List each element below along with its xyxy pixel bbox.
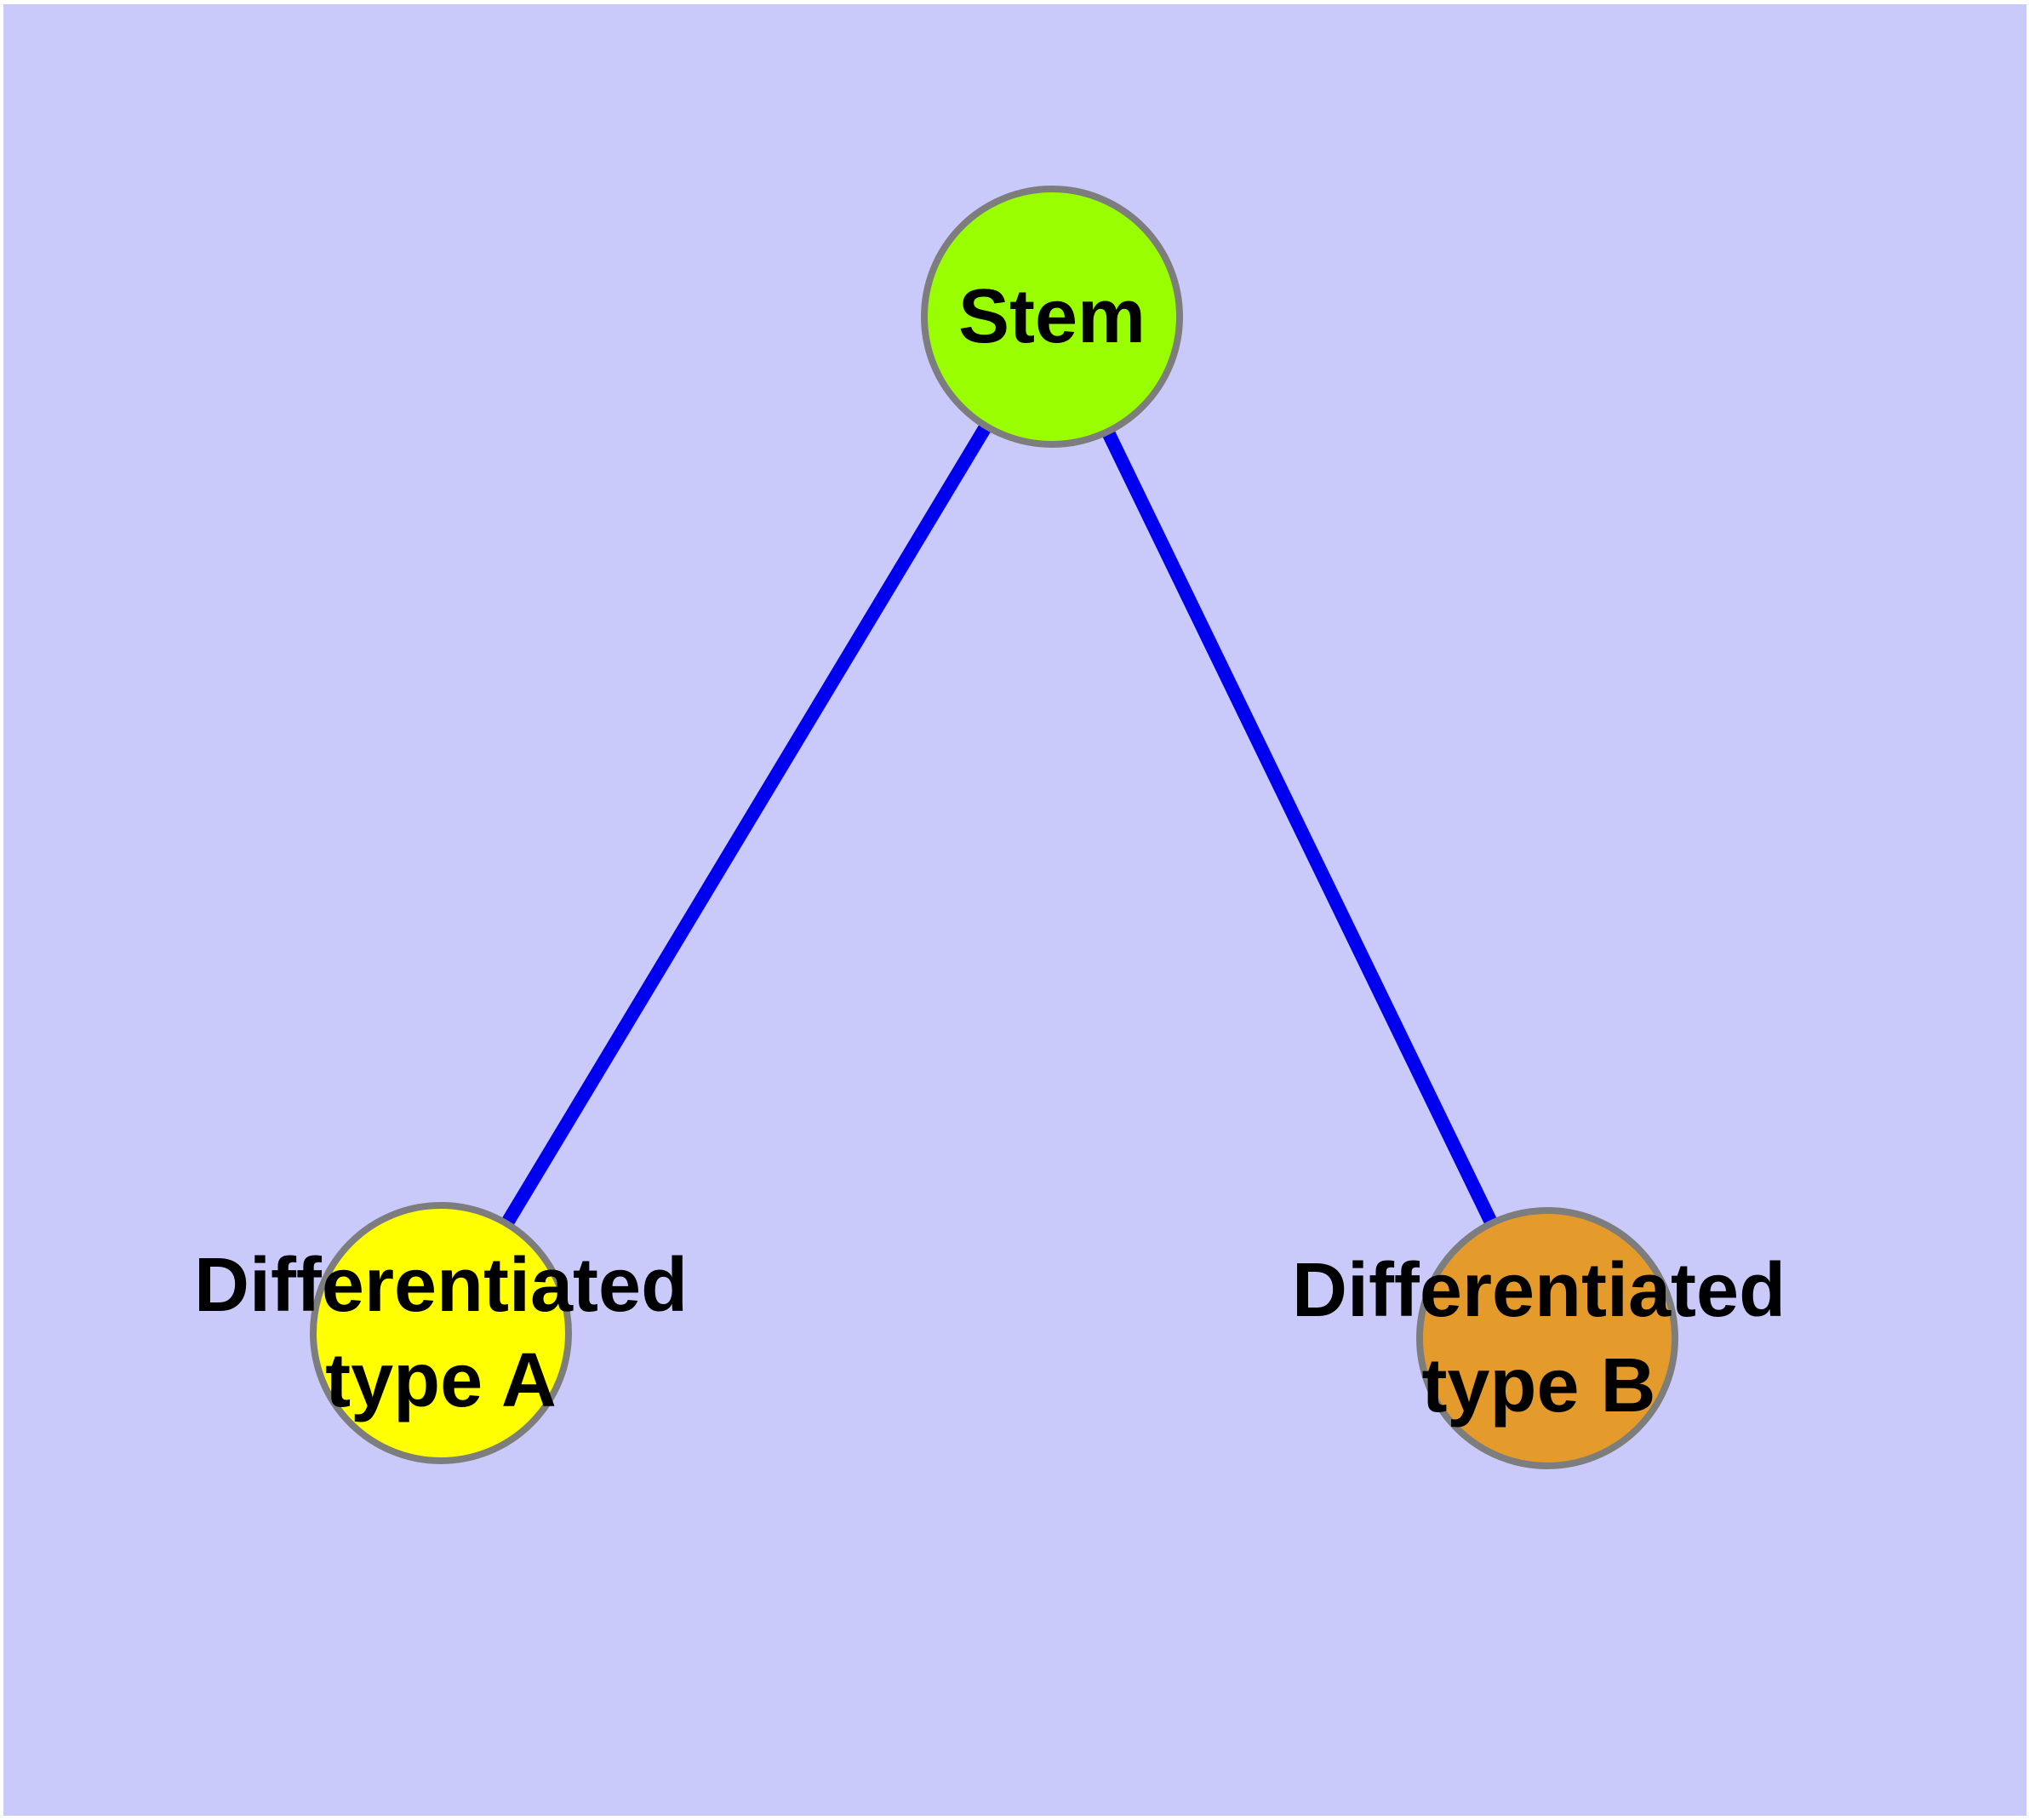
node-differentiated-type-a-label: Differentiated type A [193, 1243, 689, 1423]
edge-layer [435, 312, 1554, 1342]
node-differentiated-type-a[interactable] [310, 1202, 572, 1464]
node-differentiated-type-b-label: Differentiated type B [1291, 1248, 1786, 1428]
node-stem-label: Stem [957, 274, 1146, 359]
node-layer [310, 186, 1678, 1469]
node-stem[interactable] [921, 186, 1183, 448]
edge-stem-to-type-a [435, 312, 1058, 1337]
edge-stem-to-type-b [1045, 313, 1554, 1342]
node-differentiated-type-b[interactable] [1416, 1207, 1678, 1469]
